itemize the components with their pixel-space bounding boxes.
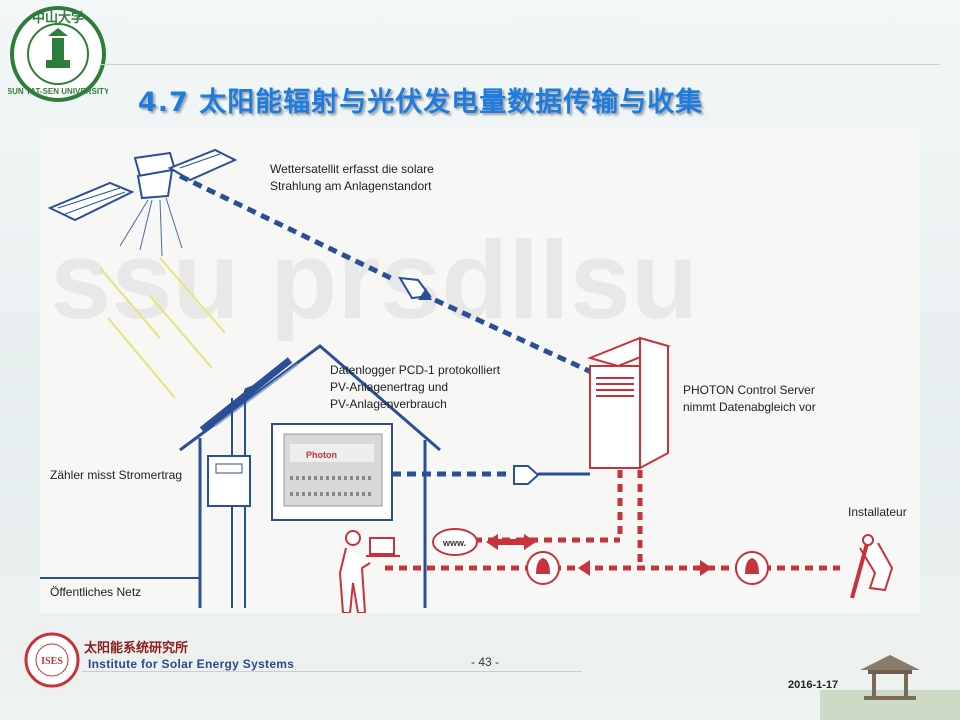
institute-name-en: Institute for Solar Energy Systems xyxy=(88,657,295,671)
grid-label: Öffentliches Netz xyxy=(50,585,141,599)
bell-icon-center xyxy=(526,551,560,585)
slide-date: 2016-1-17 xyxy=(788,679,839,691)
slide-title: 4.7 太阳能辐射与光伏发电量数据传输与收集 xyxy=(138,87,704,118)
page-number: - 43 - xyxy=(471,655,500,669)
device-brand-label: Photon xyxy=(306,450,337,460)
bell-icon-right xyxy=(735,551,769,585)
satellite-link xyxy=(178,173,602,379)
logger-link-arrow xyxy=(513,465,540,485)
watermark-lettering: ssu prsdllsu xyxy=(50,219,698,342)
university-logo: 中山大学 SUN YAT-SEN UNIVERSITY xyxy=(8,6,108,102)
logo-caption: SUN YAT-SEN UNIVERSITY xyxy=(8,87,108,96)
person-icon xyxy=(338,530,400,613)
arrow-left-icon xyxy=(578,560,590,576)
datalogger-label-line2: PV-Anlagenertrag und xyxy=(330,380,448,394)
datalogger-label-line3: PV-Anlagenverbrauch xyxy=(330,397,447,411)
satellite-label-line2: Strahlung am Anlagenstandort xyxy=(270,179,432,193)
meter-label: Zähler misst Stromertrag xyxy=(50,468,182,482)
server-label-line1: PHOTON Control Server xyxy=(683,383,815,397)
ises-logo: ISES xyxy=(24,632,80,688)
diagram-background xyxy=(40,128,920,613)
server-label-line2: nimmt Datenabgleich vor xyxy=(683,400,816,414)
satellite-label-line1: Wettersatellit erfasst die solare xyxy=(270,162,434,176)
sun-rays xyxy=(99,257,226,399)
house xyxy=(179,344,441,608)
datalogger-label-line1: Datenlogger PCD-1 protokolliert xyxy=(330,363,501,377)
arrow-right-icon xyxy=(700,560,712,576)
svg-text:中山大学: 中山大学 xyxy=(32,10,84,26)
meter-icon xyxy=(207,455,251,507)
header-divider xyxy=(100,64,940,65)
wrench-icon xyxy=(850,534,894,599)
www-icon: www. xyxy=(432,528,478,556)
datalogger-device: Photon xyxy=(271,423,393,521)
footer-divider xyxy=(82,671,582,672)
svg-text:www.: www. xyxy=(442,538,466,548)
institute-name-cn: 太阳能系统研究所 xyxy=(84,641,189,656)
server-icon xyxy=(586,336,672,470)
double-arrow-icon xyxy=(486,534,536,550)
svg-text:ISES: ISES xyxy=(41,656,63,667)
pavilion-illustration xyxy=(820,655,960,720)
data-transmission-diagram: ssu prsdllsu xyxy=(40,128,920,613)
installer-label: Installateur xyxy=(848,505,907,519)
